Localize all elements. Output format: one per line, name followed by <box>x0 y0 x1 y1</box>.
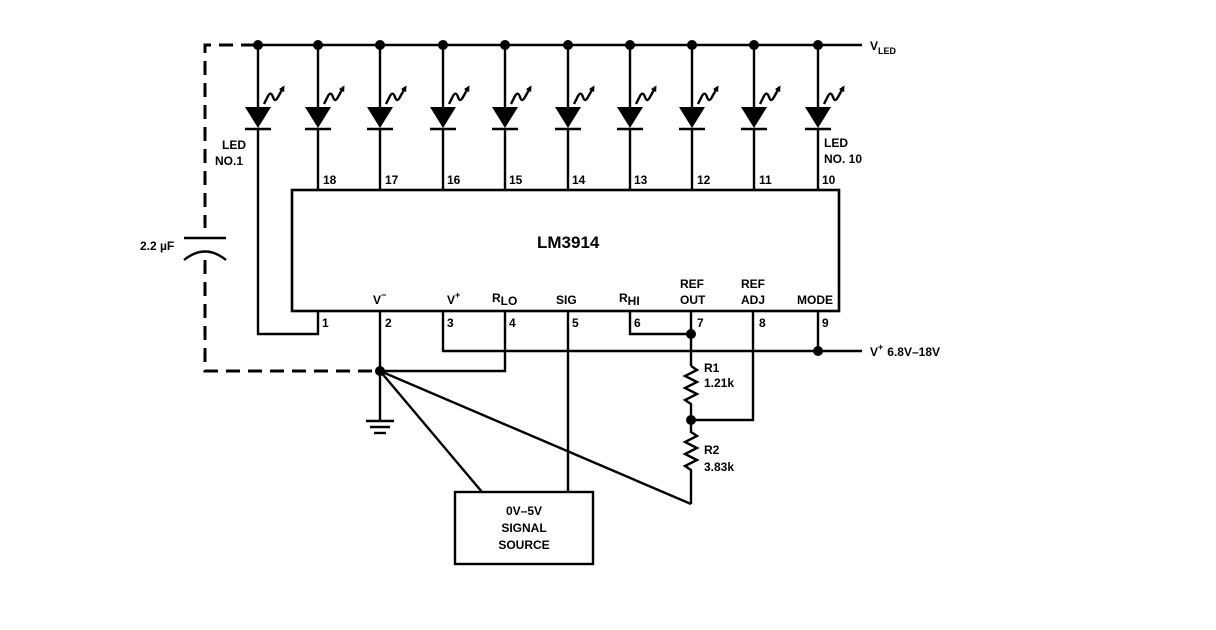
pin6-wire <box>628 311 691 336</box>
led-diode-icon <box>430 40 470 190</box>
led-diode-icon <box>617 40 657 190</box>
r1-value: 1.21k <box>704 376 734 390</box>
led-diode-icon <box>245 40 285 131</box>
vplus-rail <box>441 311 862 353</box>
pin-11-number: 11 <box>759 173 772 187</box>
r1-name: R1 <box>704 361 720 375</box>
pin-9-number: 9 <box>822 316 829 330</box>
signal-source-line2: SIGNAL <box>501 521 546 535</box>
pin-3-number: 3 <box>447 316 454 330</box>
capacitor-label: 2.2 µF <box>140 239 174 253</box>
signal-source-box <box>453 490 595 566</box>
led-last-label-line1: LED <box>824 136 848 150</box>
led-diode-icon <box>741 40 781 190</box>
led-diode-icon <box>805 40 845 190</box>
pin-mode-label: MODE <box>797 293 833 307</box>
led-array <box>245 40 845 190</box>
pin-rhi-label: RHI <box>619 291 640 308</box>
pin-8-number: 8 <box>759 316 766 330</box>
led-last-label-line2: NO. 10 <box>824 152 862 166</box>
cap-dashed-top <box>203 43 255 228</box>
vplus-node <box>813 346 823 356</box>
signal-source-line3: SOURCE <box>498 538 549 552</box>
pin-vminus-label: V− <box>373 290 386 307</box>
r2-ground-return-wire <box>379 369 692 506</box>
lm3914-chip <box>290 188 841 313</box>
pin-refadj-label-line2: ADJ <box>741 293 765 307</box>
pin8-wire <box>691 311 755 422</box>
signal-source-line1: 0V–5V <box>506 504 542 518</box>
pin-10-number: 10 <box>822 173 836 187</box>
pin-18-number: 18 <box>323 173 337 187</box>
pin-vplus-label: V+ <box>447 290 460 307</box>
capacitor-icon <box>183 236 227 261</box>
pin-1-number: 1 <box>322 316 329 330</box>
pin-rlo-label: RLO <box>492 291 517 308</box>
led-first-label-line1: LED <box>222 138 246 152</box>
r2-resistor <box>682 420 700 504</box>
pin-7-number: 7 <box>697 316 704 330</box>
pin-17-number: 17 <box>385 173 399 187</box>
pin-refout-label-line1: REF <box>680 277 704 291</box>
led-diode-icon <box>555 40 595 190</box>
pin-12-number: 12 <box>697 173 711 187</box>
pin-16-number: 16 <box>447 173 461 187</box>
led-first-label-line2: NO.1 <box>215 154 243 168</box>
led-diode-icon <box>305 40 345 190</box>
vplus-label: V+6.8V–18V <box>870 342 940 359</box>
led-diode-icon <box>492 40 532 190</box>
refout-node <box>686 329 696 339</box>
r2-name: R2 <box>704 443 720 457</box>
pin-2-number: 2 <box>385 316 392 330</box>
led-diode-icon <box>367 40 407 190</box>
pin-5-number: 5 <box>572 316 579 330</box>
cap-dashed-bottom <box>203 260 380 373</box>
pin4-wire <box>380 311 507 373</box>
chip-title: LM3914 <box>537 233 600 252</box>
pin-4-number: 4 <box>509 316 516 330</box>
pin-14-number: 14 <box>572 173 586 187</box>
ground-icon <box>366 419 394 435</box>
pin-sig-label: SIG <box>556 293 577 307</box>
r1-resistor <box>682 365 700 420</box>
led1-to-pin1-wire <box>256 130 320 336</box>
r2-value: 3.83k <box>704 460 734 474</box>
pin-6-number: 6 <box>634 316 641 330</box>
led-diode-icon <box>679 40 719 190</box>
pin-refout-label-line2: OUT <box>680 293 706 307</box>
pin-13-number: 13 <box>634 173 648 187</box>
pin-15-number: 15 <box>509 173 523 187</box>
source-ground-wire <box>379 370 483 493</box>
pin-refadj-label-line1: REF <box>741 277 765 291</box>
vled-label: VLED <box>870 39 897 56</box>
